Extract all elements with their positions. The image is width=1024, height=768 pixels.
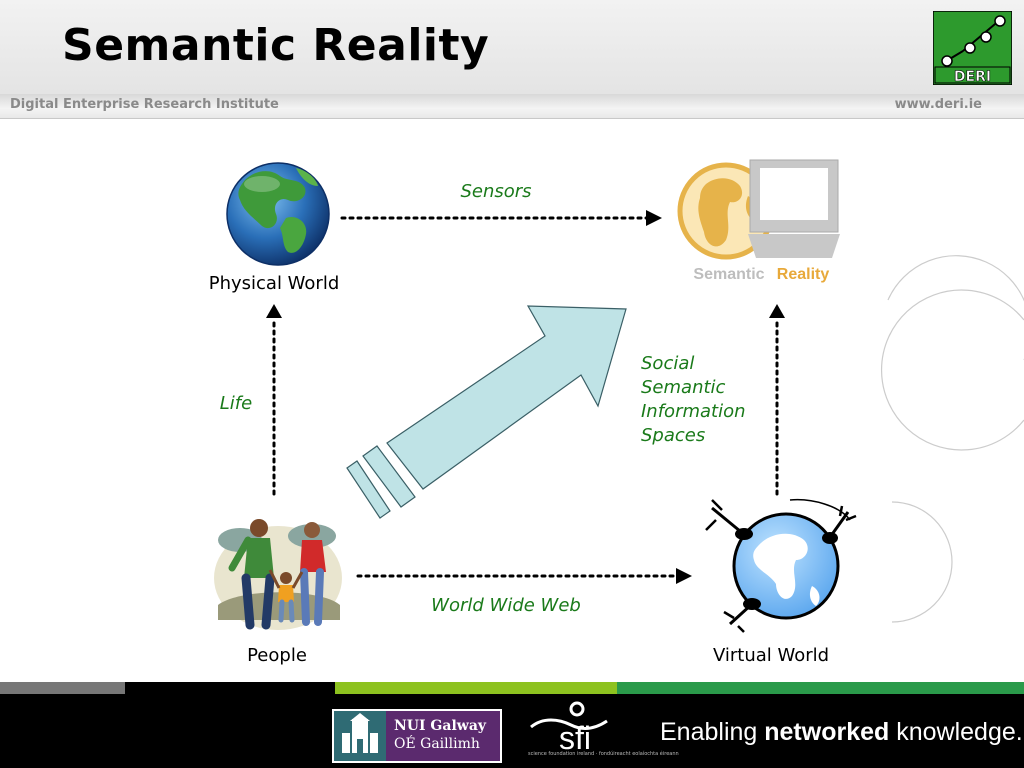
sub-header-bar: Digital Enterprise Research Institute ww… (0, 94, 1024, 119)
deri-logo-icon: DERI (933, 11, 1012, 85)
slide-title: Semantic Reality (62, 20, 490, 71)
footer-color-bar-darkgreen (617, 682, 1024, 694)
slide-footer: NUI Galway OÉ Gaillimh sfi science found… (0, 694, 1024, 768)
sfi-subtitle: science foundation ireland · fondúireach… (528, 751, 679, 757)
tagline-post: knowledge. (889, 718, 1023, 746)
footer-tagline: Enabling networked knowledge. (660, 718, 1023, 747)
virtual-to-semantic-arrowhead (769, 304, 785, 318)
slide-header: Semantic Reality DERI (0, 0, 1024, 94)
semantic-reality-logo-word1: Semantic (693, 266, 764, 283)
social-label-line4: Spaces (641, 425, 705, 446)
decorative-arc-upper-edge (887, 255, 1024, 360)
nui-galway-name: NUI Galway (394, 718, 487, 734)
nui-galway-irish-name: OÉ Gaillimh (394, 736, 480, 752)
virtual-world-label: Virtual World (713, 645, 829, 666)
tagline-pre: Enabling (660, 718, 765, 746)
website-link[interactable]: www.deri.ie (894, 97, 982, 112)
social-semantic-big-arrow (346, 305, 627, 519)
decorative-arc-upper (881, 289, 1024, 451)
physical-world-label: Physical World (209, 273, 340, 294)
social-label-line2: Semantic (641, 377, 726, 398)
footer-color-bar-gray (0, 682, 125, 694)
sfi-logo-text: sfi (559, 720, 591, 756)
semantic-reality-diagram: Physical World Semantic Reality Sensors … (209, 159, 1024, 666)
life-label: Life (220, 393, 252, 414)
life-arrowhead (266, 304, 282, 318)
decorative-arc-lower (891, 501, 953, 623)
family-people-icon (214, 519, 342, 630)
people-label: People (247, 645, 307, 666)
tagline-bold: networked (764, 718, 890, 746)
nui-galway-logo: NUI Galway OÉ Gaillimh (332, 709, 502, 763)
social-label-line3: Information (641, 401, 746, 422)
nui-galway-crest-icon (334, 711, 386, 761)
social-label-line1: Social (641, 353, 694, 374)
semantic-reality-logo-icon: Semantic Reality (677, 159, 840, 283)
footer-color-bar-lightgreen (335, 682, 617, 694)
deri-logo-text: DERI (954, 69, 991, 85)
sfi-logo-icon: sfi (530, 701, 608, 756)
world-wide-web-label: World Wide Web (431, 595, 581, 616)
world-wide-web-arrowhead (676, 568, 692, 584)
earth-globe-icon (226, 162, 330, 266)
virtual-world-globe-icon (705, 498, 857, 633)
semantic-reality-logo-word2: Reality (777, 266, 830, 283)
footer-color-bar-black (125, 682, 335, 694)
institute-name: Digital Enterprise Research Institute (10, 97, 279, 112)
sensors-arrowhead (646, 210, 662, 226)
sensors-label: Sensors (460, 181, 531, 202)
